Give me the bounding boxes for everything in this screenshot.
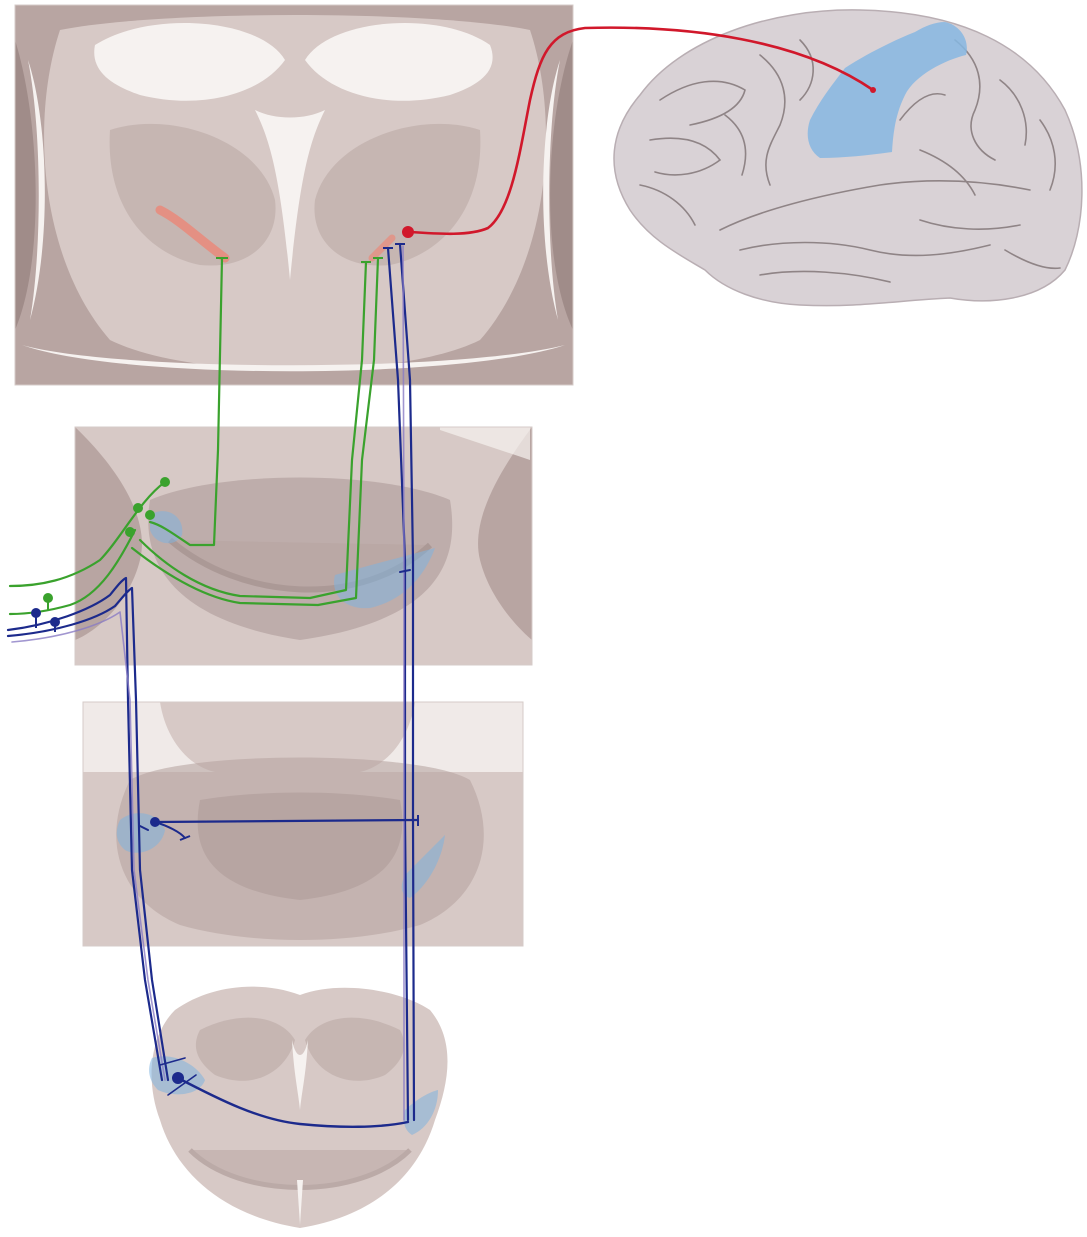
lower-pons-section <box>83 702 523 946</box>
upper-pons-section <box>75 427 532 665</box>
midbrain-section <box>15 5 573 385</box>
medulla-section <box>149 987 447 1228</box>
lateral-cortex <box>614 10 1082 306</box>
